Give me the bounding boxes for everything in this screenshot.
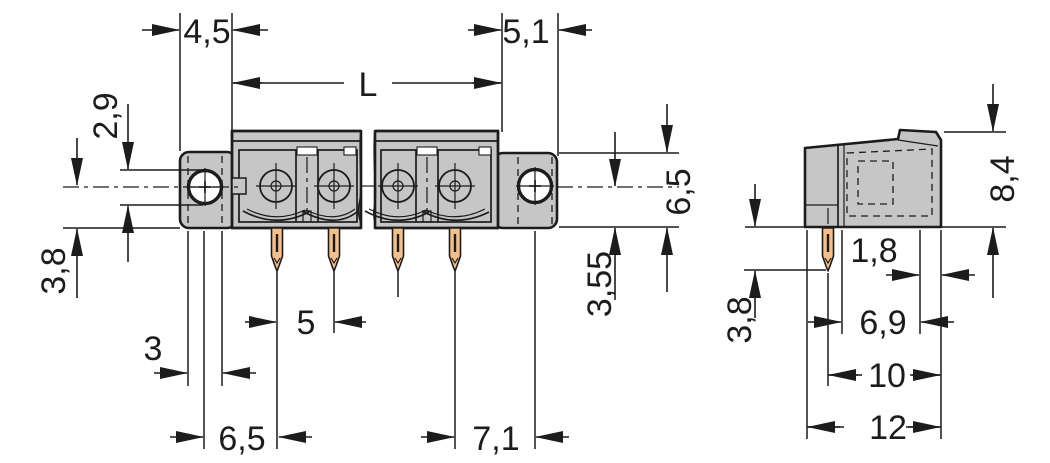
dim-inner-depth: 6,9	[859, 304, 906, 342]
solder-pin	[391, 227, 405, 272]
dim-flange-top-to-board: 6,5	[660, 168, 698, 215]
dimension-labels: 4,5 L 5,1 2,9 3,8 3 5 6,5 7,1 3,55 6,5 8…	[35, 13, 1022, 458]
key-notch	[231, 177, 247, 195]
vent-slot	[478, 146, 492, 156]
contact-circle	[378, 163, 418, 209]
cavity-scallop	[421, 210, 490, 222]
contact-circle	[435, 163, 475, 209]
dim-flange-left-offset: 4,5	[183, 13, 230, 51]
hidden-cavity	[846, 148, 933, 217]
dim-hole-center-to-board: 3,8	[35, 247, 73, 294]
dim-housing-height: 8,4	[984, 155, 1022, 202]
dim-pin-pitch: 5	[297, 304, 316, 342]
dim-pin-row-length: L	[359, 66, 378, 104]
break-line	[357, 130, 362, 229]
housing-segment-1	[230, 129, 363, 230]
dim-housing-depth: 10	[868, 357, 906, 395]
solder-pin	[327, 227, 341, 272]
solder-pin	[448, 227, 462, 272]
dim-total-depth: 12	[869, 409, 907, 447]
contact-circles	[256, 163, 475, 209]
centerlines	[63, 185, 679, 188]
latch-underside	[897, 139, 939, 147]
vent-slot	[416, 146, 438, 156]
dim-flange-right-offset: 5,1	[502, 13, 549, 51]
vent-slot	[296, 146, 318, 156]
side-housing-outline	[803, 128, 943, 229]
extension-lines	[63, 13, 1006, 449]
side-view	[803, 128, 943, 272]
dimension-arrows	[71, 24, 999, 443]
contact-circle	[256, 163, 296, 209]
front-view	[63, 129, 679, 272]
mounting-hole-right	[516, 167, 554, 205]
dim-hole-width: 3	[144, 330, 163, 368]
housing-segment-2	[364, 129, 500, 230]
dim-center-to-board-right: 3,55	[581, 251, 619, 317]
solder-pins	[270, 227, 462, 272]
contact-circle	[314, 163, 354, 209]
hidden-cavity-inner	[857, 160, 894, 205]
break-line	[372, 130, 377, 229]
solder-pin	[270, 227, 284, 272]
dim-rear-wall-thickness: 1,8	[850, 232, 897, 270]
solder-pin-side	[821, 227, 835, 272]
dim-last-pin-to-hole: 7,1	[472, 420, 519, 458]
dim-pin-protrusion: 3,8	[721, 296, 759, 343]
dim-hole-to-first-pin: 6,5	[218, 420, 265, 458]
dim-hole-height: 2,9	[87, 92, 125, 139]
cavity-scallop	[301, 210, 358, 222]
vent-slot	[343, 146, 357, 156]
